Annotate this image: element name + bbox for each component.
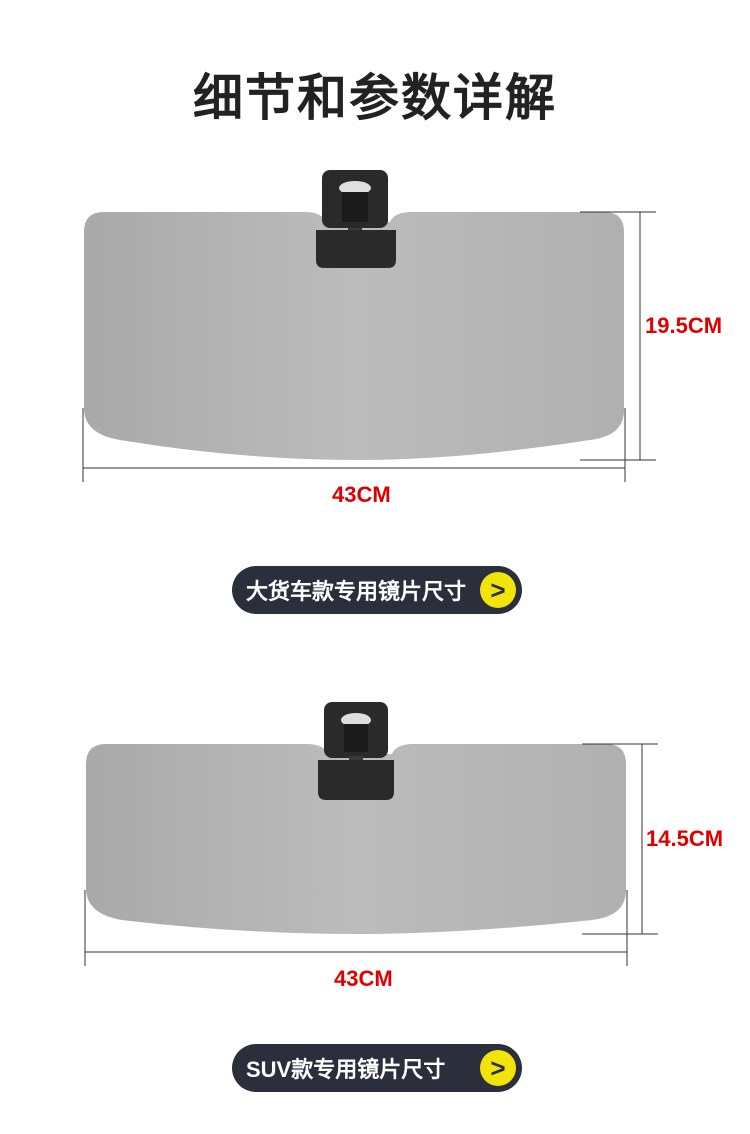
truck-lens-size-button[interactable]: 大货车款专用镜片尺寸 >: [232, 566, 522, 614]
width-dimension-label: 43CM: [332, 482, 391, 507]
lens-diagram-suv: 14.5CM 43CM: [60, 690, 723, 1000]
lens-shape: [86, 744, 626, 934]
arrow-right-icon: >: [480, 1050, 516, 1086]
height-dimension-label: 19.5CM: [645, 313, 723, 338]
suv-lens-illustration: [84, 702, 658, 966]
height-dimension-label: 14.5CM: [646, 826, 724, 851]
visor-clip-icon: [318, 702, 394, 800]
suv-lens-size-button[interactable]: SUV款专用镜片尺寸 >: [232, 1044, 522, 1092]
page-title: 细节和参数详解: [193, 70, 557, 126]
suv-lens-size-label: SUV款专用镜片尺寸: [246, 1057, 446, 1082]
truck-lens-illustration: [82, 170, 656, 482]
truck-lens-size-label: 大货车款专用镜片尺寸: [246, 579, 467, 604]
width-dimension-label: 43CM: [334, 966, 393, 991]
visor-clip-icon: [316, 170, 396, 268]
lens-diagram-truck: 19.5CM 43CM: [60, 160, 722, 507]
lens-shape: [84, 212, 624, 460]
arrow-right-icon: >: [480, 572, 516, 608]
